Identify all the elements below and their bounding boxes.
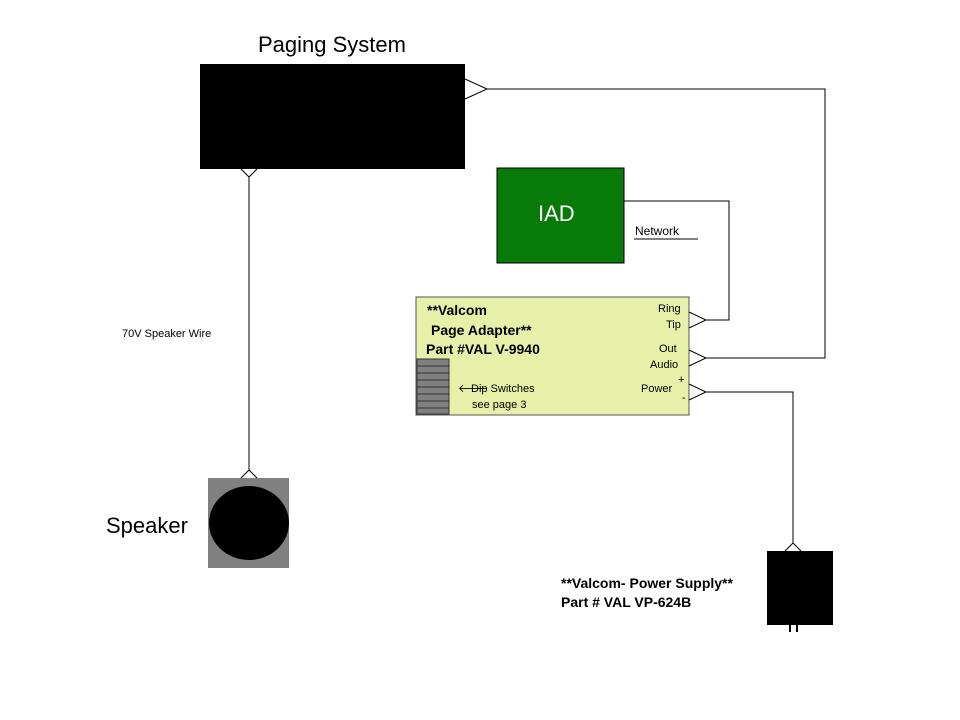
power-supply-prong	[789, 625, 791, 632]
wire-paging-to-audio	[487, 88, 826, 359]
wire-iad-network	[624, 200, 730, 321]
adapter-title-line1: **Valcom	[427, 302, 487, 318]
out-label: Out	[659, 343, 677, 355]
page-adapter-box	[415, 296, 690, 416]
left-arrow-icon: 🡐	[458, 383, 488, 395]
iad-box	[496, 167, 625, 264]
dip-switches-note: see page 3	[472, 399, 527, 411]
power-minus-label: -	[682, 392, 686, 404]
power-supply-title: **Valcom- Power Supply**	[561, 575, 733, 591]
paging-system-box	[200, 64, 465, 169]
tip-label: Tip	[666, 319, 681, 331]
dip-switches-label: Dip Switches	[471, 383, 535, 395]
power-supply-prong	[796, 625, 798, 632]
adapter-title-line2: Page Adapter**	[431, 322, 532, 338]
connector-out-audio	[688, 349, 708, 367]
ring-label: Ring	[658, 303, 681, 315]
power-plus-label: +	[678, 374, 685, 386]
paging-system-title: Paging System	[258, 32, 406, 57]
connector-paging-bottom	[240, 168, 258, 178]
connector-power-supply-top	[784, 542, 802, 552]
adapter-part-number: Part #VAL V-9940	[426, 341, 540, 357]
wire-power	[706, 391, 794, 543]
speaker-label: Speaker	[106, 513, 188, 538]
audio-label: Audio	[650, 359, 679, 371]
iad-label: IAD	[538, 201, 575, 226]
speaker-cone	[209, 486, 289, 560]
network-label: Network	[635, 224, 680, 238]
connector-ring-tip	[688, 311, 708, 329]
connector-power	[688, 383, 708, 401]
power-label: Power	[641, 383, 673, 395]
connector-paging-out	[464, 78, 489, 100]
connector-speaker-top	[240, 469, 258, 479]
power-supply-part-number: Part # VAL VP-624B	[561, 594, 692, 610]
dip-switch-block	[416, 358, 450, 415]
speaker-wire-label: 70V Speaker Wire	[122, 328, 212, 340]
power-supply-box	[767, 551, 833, 625]
